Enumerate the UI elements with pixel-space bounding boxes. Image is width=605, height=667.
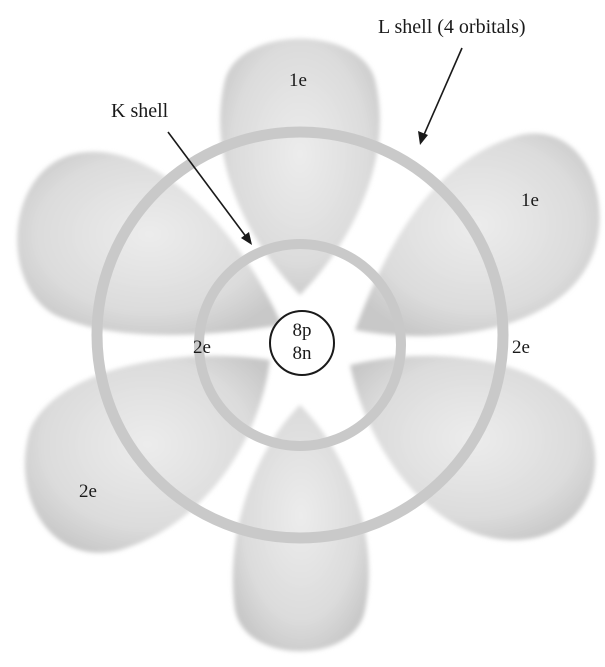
lobe-upper-right-electron-label: 1e xyxy=(521,190,539,211)
k-shell-arrowhead xyxy=(241,232,252,245)
l-shell-pointer-line xyxy=(422,47,463,138)
k-shell-ring xyxy=(194,239,406,451)
nucleus-neutrons-label: 8n xyxy=(293,343,313,364)
orbital-lobe-top xyxy=(220,38,380,295)
nucleus xyxy=(269,310,335,376)
l-shell-ring xyxy=(91,126,509,544)
lobe-lower-left-electron-label: 2e xyxy=(79,481,97,502)
lobe-left-electron-label: 2e xyxy=(193,337,211,358)
l-shell-label: L shell (4 orbitals) xyxy=(378,16,526,38)
nucleus-protons-label: 8p xyxy=(293,320,312,341)
k-shell-label: K shell xyxy=(111,100,169,122)
orbital-lobe-bottom xyxy=(232,405,369,652)
lobe-top-electron-label: 1e xyxy=(289,70,307,91)
lobe-right-electron-label: 2e xyxy=(512,337,530,358)
orbital-lobe-lower-left xyxy=(24,355,270,553)
k-shell-pointer-line xyxy=(167,131,248,239)
l-shell-arrowhead xyxy=(418,131,428,145)
